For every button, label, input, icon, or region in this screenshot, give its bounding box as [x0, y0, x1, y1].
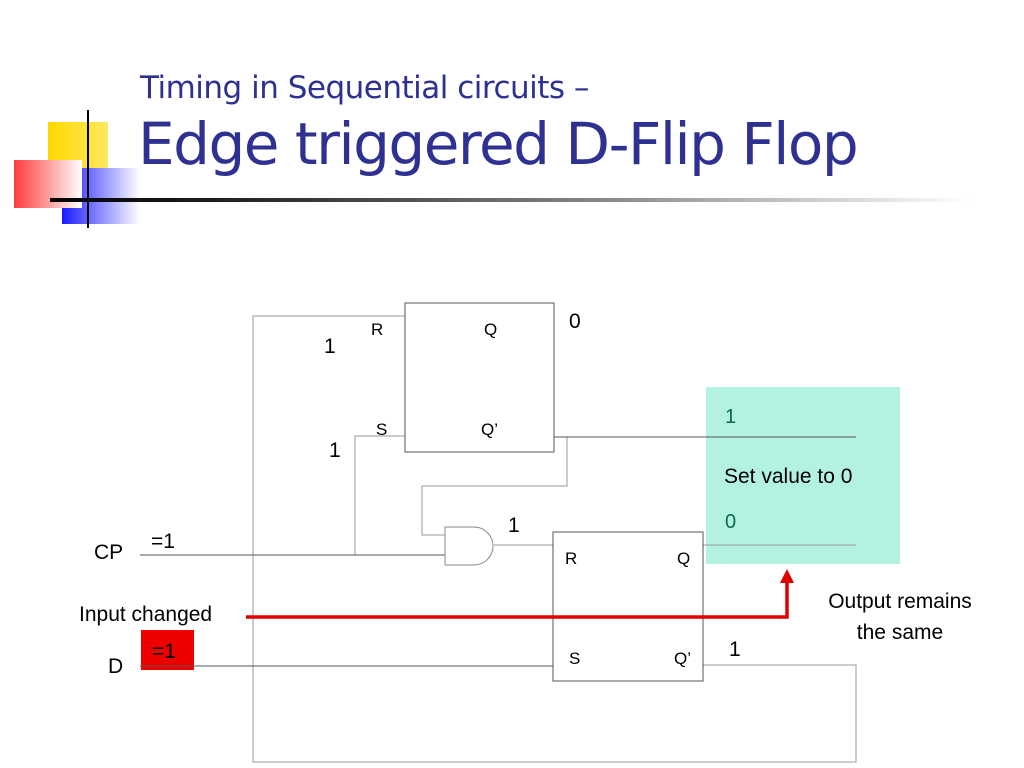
d-value-highlight [141, 630, 194, 670]
top-s-wire [354, 435, 405, 555]
d-label: D [108, 655, 124, 678]
bottom-ff-pin-s: S [569, 649, 581, 668]
output-note-line2: the same [856, 621, 944, 644]
bottom-ff-pin-r: R [565, 549, 578, 568]
and-gate [444, 526, 494, 566]
top-q-value: 0 [569, 310, 581, 333]
top-ff-pin-r: R [371, 320, 384, 339]
top-s-input-value: 1 [329, 439, 341, 462]
slide-title: Edge triggered D-Flip Flop [138, 110, 859, 178]
top-flip-flop [404, 302, 555, 453]
bottom-ff-pin-qbar: Q’ [674, 649, 691, 668]
bottom-qbar-value: 1 [729, 638, 741, 661]
bottom-flip-flop [552, 531, 704, 682]
slide-logo [14, 110, 140, 228]
slide-subtitle: Timing in Sequential circuits – [140, 70, 589, 106]
and-output-value: 1 [508, 514, 520, 537]
top-ff-pin-q: Q [484, 320, 498, 339]
input-changed-arrow [246, 580, 789, 619]
cp-label: CP [94, 541, 124, 564]
top-r-input-value: 1 [324, 335, 336, 358]
top-ff-pin-qbar: Q’ [481, 420, 498, 439]
bottom-ff-pin-q: Q [677, 549, 691, 568]
d-value: =1 [152, 640, 176, 663]
feedback-loop-wire [252, 315, 857, 763]
output-note: Output remains the same [800, 586, 1000, 648]
input-changed-arrowhead [780, 569, 794, 583]
output-line1-value: 1 [725, 406, 737, 428]
output-panel-text: Set value to 0 [724, 465, 853, 488]
output-panel [706, 387, 900, 564]
input-changed-label: Input changed [79, 603, 213, 626]
and-input-wire [421, 437, 568, 536]
title-underline [50, 198, 970, 202]
top-ff-pin-s: S [376, 420, 388, 439]
cp-value: =1 [151, 530, 175, 553]
output-line2-value: 0 [725, 511, 737, 533]
output-note-line1: Output remains [828, 590, 972, 613]
